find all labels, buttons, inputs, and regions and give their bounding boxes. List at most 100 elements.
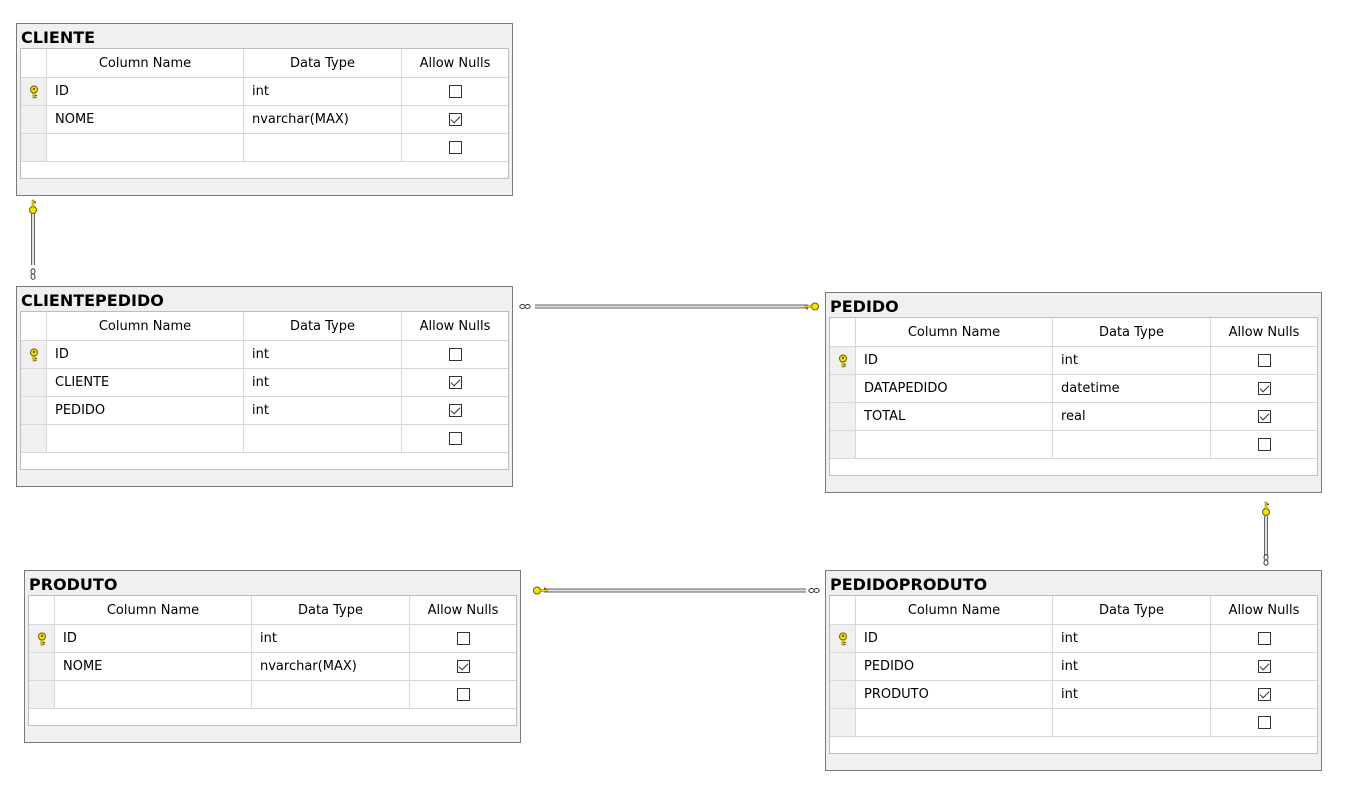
allow-nulls-checkbox[interactable] xyxy=(1257,632,1271,645)
column-name-cell[interactable] xyxy=(47,134,244,162)
row-selector[interactable] xyxy=(830,347,856,375)
row-selector-header[interactable] xyxy=(21,49,47,78)
allow-nulls-checkbox[interactable] xyxy=(456,632,470,645)
allow-nulls-cell[interactable] xyxy=(402,134,508,162)
allow-nulls-cell[interactable] xyxy=(402,369,508,397)
column-name-cell[interactable] xyxy=(856,709,1053,737)
data-type-cell[interactable]: int xyxy=(1053,347,1211,375)
relationship-produto-pedidoproduto[interactable] xyxy=(533,586,820,595)
row-selector-header[interactable] xyxy=(29,596,55,625)
data-type-cell[interactable]: int xyxy=(244,397,402,425)
column-row[interactable] xyxy=(21,425,508,453)
allow-nulls-header[interactable]: Allow Nulls xyxy=(1211,318,1317,347)
allow-nulls-cell[interactable] xyxy=(1211,347,1317,375)
allow-nulls-cell[interactable] xyxy=(1211,431,1317,459)
data-type-header[interactable]: Data Type xyxy=(244,49,402,78)
allow-nulls-checkbox[interactable] xyxy=(456,688,470,701)
column-name-cell[interactable]: ID xyxy=(55,625,252,653)
allow-nulls-cell[interactable] xyxy=(410,653,516,681)
allow-nulls-checkbox[interactable] xyxy=(1257,716,1271,729)
data-type-header[interactable]: Data Type xyxy=(1053,596,1211,625)
row-selector[interactable] xyxy=(29,625,55,653)
column-row[interactable] xyxy=(830,709,1317,737)
allow-nulls-header[interactable]: Allow Nulls xyxy=(1211,596,1317,625)
allow-nulls-checkbox[interactable] xyxy=(448,376,462,389)
data-type-cell[interactable]: int xyxy=(244,341,402,369)
allow-nulls-cell[interactable] xyxy=(1211,681,1317,709)
column-name-cell[interactable]: ID xyxy=(856,625,1053,653)
data-type-header[interactable]: Data Type xyxy=(1053,318,1211,347)
data-type-header[interactable]: Data Type xyxy=(252,596,410,625)
column-name-cell[interactable]: NOME xyxy=(47,106,244,134)
data-type-cell[interactable] xyxy=(244,425,402,453)
allow-nulls-cell[interactable] xyxy=(402,341,508,369)
table-title-pedido[interactable]: PEDIDO xyxy=(830,297,899,316)
data-type-cell[interactable]: int xyxy=(1053,625,1211,653)
column-name-header[interactable]: Column Name xyxy=(55,596,252,625)
data-type-cell[interactable]: real xyxy=(1053,403,1211,431)
column-name-cell[interactable] xyxy=(856,431,1053,459)
row-selector[interactable] xyxy=(21,78,47,106)
column-row[interactable] xyxy=(830,431,1317,459)
row-selector[interactable] xyxy=(830,431,856,459)
column-row[interactable] xyxy=(29,681,516,709)
data-type-cell[interactable]: int xyxy=(244,369,402,397)
row-selector[interactable] xyxy=(29,681,55,709)
allow-nulls-checkbox[interactable] xyxy=(1257,382,1271,395)
column-name-header[interactable]: Column Name xyxy=(856,596,1053,625)
table-title-pedidoproduto[interactable]: PEDIDOPRODUTO xyxy=(830,575,988,594)
column-name-header[interactable]: Column Name xyxy=(47,49,244,78)
allow-nulls-checkbox[interactable] xyxy=(448,113,462,126)
allow-nulls-checkbox[interactable] xyxy=(1257,660,1271,673)
allow-nulls-checkbox[interactable] xyxy=(448,404,462,417)
row-selector-header[interactable] xyxy=(830,596,856,625)
row-selector[interactable] xyxy=(830,375,856,403)
row-selector-header[interactable] xyxy=(21,312,47,341)
data-type-cell[interactable]: datetime xyxy=(1053,375,1211,403)
data-type-cell[interactable]: int xyxy=(244,78,402,106)
allow-nulls-checkbox[interactable] xyxy=(1257,354,1271,367)
allow-nulls-cell[interactable] xyxy=(1211,625,1317,653)
allow-nulls-header[interactable]: Allow Nulls xyxy=(402,312,508,341)
allow-nulls-header[interactable]: Allow Nulls xyxy=(402,49,508,78)
row-selector[interactable] xyxy=(830,403,856,431)
allow-nulls-cell[interactable] xyxy=(402,78,508,106)
allow-nulls-header[interactable]: Allow Nulls xyxy=(410,596,516,625)
data-type-cell[interactable] xyxy=(1053,431,1211,459)
relationship-pedido-pedidoproduto[interactable] xyxy=(1262,501,1270,566)
row-selector[interactable] xyxy=(830,681,856,709)
column-name-cell[interactable]: ID xyxy=(856,347,1053,375)
row-selector[interactable] xyxy=(21,106,47,134)
data-type-cell[interactable]: nvarchar(MAX) xyxy=(244,106,402,134)
data-type-cell[interactable]: nvarchar(MAX) xyxy=(252,653,410,681)
allow-nulls-cell[interactable] xyxy=(1211,709,1317,737)
column-name-header[interactable]: Column Name xyxy=(47,312,244,341)
column-name-cell[interactable]: NOME xyxy=(55,653,252,681)
allow-nulls-cell[interactable] xyxy=(402,397,508,425)
table-title-clientepedido[interactable]: CLIENTEPEDIDO xyxy=(21,291,164,310)
data-type-cell[interactable] xyxy=(252,681,410,709)
row-selector[interactable] xyxy=(21,425,47,453)
allow-nulls-cell[interactable] xyxy=(1211,375,1317,403)
allow-nulls-checkbox[interactable] xyxy=(1257,438,1271,451)
data-type-cell[interactable]: int xyxy=(252,625,410,653)
row-selector[interactable] xyxy=(21,134,47,162)
column-name-cell[interactable] xyxy=(55,681,252,709)
allow-nulls-checkbox[interactable] xyxy=(1257,688,1271,701)
column-name-header[interactable]: Column Name xyxy=(856,318,1053,347)
column-name-cell[interactable] xyxy=(47,425,244,453)
allow-nulls-cell[interactable] xyxy=(1211,653,1317,681)
column-name-cell[interactable]: CLIENTE xyxy=(47,369,244,397)
allow-nulls-checkbox[interactable] xyxy=(448,141,462,154)
row-selector[interactable] xyxy=(21,369,47,397)
